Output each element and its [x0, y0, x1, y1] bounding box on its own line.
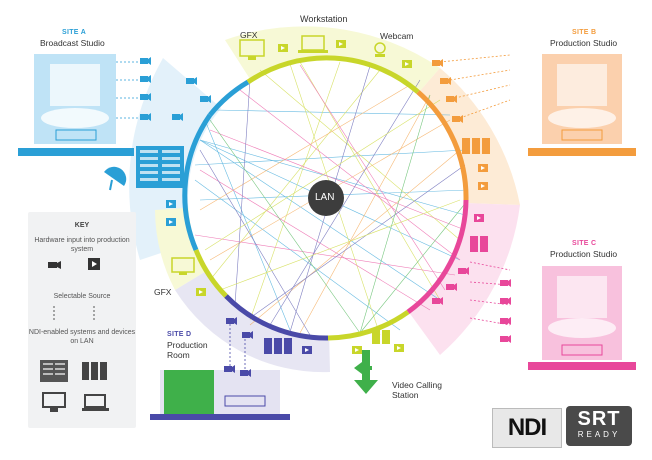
play-icons-yellow: [196, 40, 412, 354]
site-c-name: Production Studio: [550, 249, 618, 259]
site-b-name: Production Studio: [550, 38, 618, 48]
key-item-selectable-source: Selectable Source: [53, 293, 111, 300]
site-d-name-line2: Room: [167, 350, 190, 360]
key-play-icon: [88, 258, 100, 270]
video-calling-icon: [354, 330, 390, 394]
site-a-rack-icon: [136, 146, 184, 188]
site-c-tag: SITE C: [572, 240, 597, 247]
srt-logo-sub: READY: [577, 430, 621, 439]
lan-ring: [182, 55, 469, 341]
gfx-left-label: GFX: [154, 287, 172, 297]
site-d-tag: SITE D: [167, 331, 192, 338]
lan-label: LAN: [315, 192, 335, 203]
play-icons-purple: [302, 346, 312, 354]
srt-ready-logo: SRT READY: [566, 406, 632, 446]
camera-icons-pink: [432, 267, 511, 343]
key-legend: KEY Hardware input into production syste…: [28, 212, 136, 428]
mesh-lines: [194, 61, 469, 336]
key-rack-icon: [40, 360, 68, 382]
play-icons-blue: [166, 200, 176, 226]
site-d-name-line1: Production: [167, 340, 208, 350]
key-item-ndi-systems: NDI-enabled systems and devices on LAN: [28, 329, 136, 345]
webcam-label: Webcam: [380, 31, 414, 41]
camera-icons-purple: [224, 317, 253, 377]
video-calling-label: Video Calling Station: [392, 380, 442, 400]
site-a-tag: SITE A: [62, 29, 87, 36]
key-laptop-icon: [82, 394, 109, 411]
camera-icons-orange: [432, 59, 463, 123]
play-icons-pink: [474, 214, 484, 222]
site-b-studio: [528, 54, 636, 156]
key-server-icon: [82, 362, 107, 380]
site-d-room: [150, 370, 290, 420]
site-a-studio: [18, 54, 134, 156]
webcam-icon: [374, 42, 386, 57]
lan-hub: [308, 180, 344, 216]
camera-icons-blue: [140, 57, 211, 121]
workstation-laptop-icon: [298, 35, 328, 53]
pink-rack-icon: [470, 236, 488, 252]
play-icons-orange: [478, 164, 488, 190]
key-title: KEY: [74, 222, 90, 229]
ndi-logo: NDI: [492, 408, 562, 448]
purple-rack-icon: [264, 338, 292, 354]
site-b-tag: SITE B: [572, 29, 597, 36]
site-a-name: Broadcast Studio: [40, 38, 105, 48]
site-d-name: Production Room: [167, 340, 208, 360]
gfx-top-label: GFX: [240, 30, 258, 40]
video-calling-line1: Video Calling: [392, 380, 442, 390]
video-calling-line2: Station: [392, 390, 419, 400]
key-camera-icon: [48, 261, 61, 269]
key-item-hardware-input: Hardware input into production system: [34, 237, 130, 253]
gfx-top-monitor-icon: [239, 39, 265, 60]
satellite-dish-icon: [104, 166, 127, 191]
srt-logo-main: SRT: [577, 408, 621, 430]
workstation-label: Workstation: [300, 14, 348, 24]
key-dotted-lines: [53, 306, 95, 322]
key-monitor-icon: [42, 392, 66, 412]
site-c-studio: [528, 266, 636, 370]
orange-rack-icon: [462, 138, 490, 154]
gfx-left-monitor-icon: [171, 257, 195, 275]
